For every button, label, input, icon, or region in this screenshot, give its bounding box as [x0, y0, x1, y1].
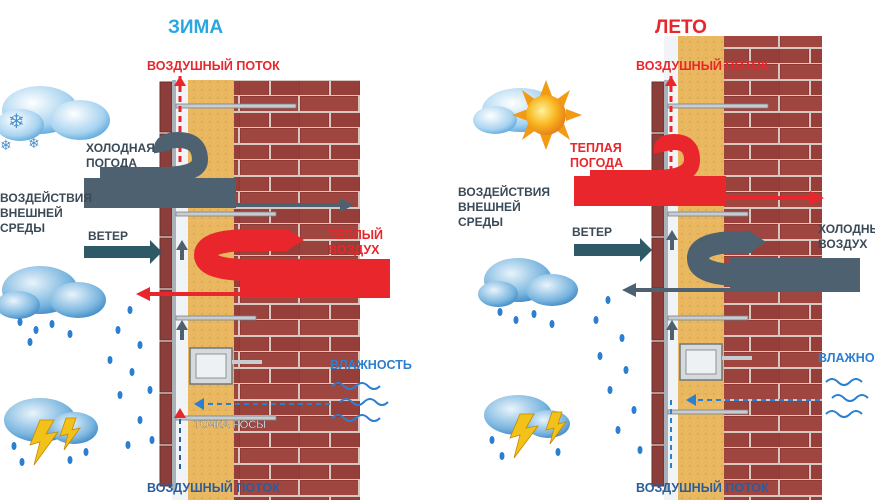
summer-air-flow-bottom-label: ВОЗДУШНЫЙ ПОТОК [636, 480, 769, 495]
summer-anchors [667, 103, 769, 415]
summer-up-arrows [666, 230, 678, 340]
winter-cold-weather-label-1: ХОЛОДНАЯ [86, 141, 155, 155]
summer-warm-weather-label-1: ТЕПЛАЯ [570, 141, 622, 155]
summer-title: ЛЕТО [655, 17, 707, 38]
winter-bracket [189, 347, 262, 385]
summer-environment-label-3: СРЕДЫ [458, 215, 503, 229]
winter-dew-point-label: ТОЧКА РОСЫ [194, 419, 266, 431]
winter-humidity-arrow [194, 398, 330, 410]
winter-environment-label-2: ВНЕШНЕЙ [0, 205, 63, 220]
summer-humidity-label: ВЛАЖНОСТЬ [818, 351, 875, 365]
rain-cloud-icon [0, 266, 106, 346]
winter-rain-drops [107, 306, 155, 449]
svg-text:❄: ❄ [8, 111, 25, 133]
winter-up-arrows [176, 240, 188, 340]
summer-rail [664, 80, 668, 490]
svg-text:❄: ❄ [0, 137, 12, 153]
summer-wind-label: ВЕТЕР [572, 225, 612, 239]
summer-panel: ЛЕТО ВОЗДУШНЫЙ ПОТОК ВОЗДУШНЫЙ ПОТОК [458, 17, 875, 500]
winter-cold-weather-label-2: ПОГОДА [86, 156, 137, 170]
winter-air-flow-bottom-arrow [174, 408, 186, 470]
winter-title: ЗИМА [168, 17, 223, 38]
winter-warm-air-label-1: ТЕПЛЫЙ [328, 227, 383, 242]
summer-humidity-waves [825, 378, 869, 418]
winter-wind-label: ВЕТЕР [88, 229, 128, 243]
winter-wind-arrow [84, 240, 162, 264]
storm-cloud-icon [4, 398, 98, 466]
winter-air-flow-top-label: ВОЗДУШНЫЙ ПОТОК [147, 58, 280, 73]
summer-rain-drops [593, 296, 643, 454]
summer-environment-label-1: ВОЗДЕЙСТВИЯ [458, 184, 550, 199]
summer-air-flow-top-arrow [665, 76, 677, 170]
winter-warm-air-arrow [136, 228, 390, 301]
winter-environment-arrow [84, 178, 354, 212]
winter-air-flow-top-arrow [174, 76, 186, 180]
summer-cladding [651, 81, 665, 487]
summer-warm-air-curl-arrow [590, 133, 701, 186]
summer-storm-cloud-icon [484, 395, 570, 460]
summer-cold-air-label-2: ВОЗДУХ [818, 237, 867, 251]
winter-humidity-waves [331, 382, 389, 422]
svg-text:❄: ❄ [28, 135, 40, 151]
summer-cold-air-arrow [622, 230, 860, 297]
winter-cold-air-curl-arrow [100, 131, 209, 183]
winter-warm-air-label-2: ВОЗДУХ [328, 243, 380, 257]
summer-wind-arrow [574, 238, 652, 262]
summer-warm-weather-label-2: ПОГОДА [570, 156, 623, 170]
summer-humidity-arrow [686, 394, 820, 406]
summer-environment-label-2: ВНЕШНЕЙ [458, 199, 521, 214]
winter-environment-label-3: СРЕДЫ [0, 221, 45, 235]
snow-cloud-icon: ❄ ❄ ❄ [0, 86, 110, 153]
winter-humidity-label: ВЛАЖНОСТЬ [330, 358, 412, 372]
summer-bracket [679, 343, 752, 381]
winter-rail [172, 80, 176, 490]
sun-cloud-icon [473, 80, 582, 150]
summer-cold-air-label-1: ХОЛОДНЫЙ [818, 221, 875, 236]
summer-rain-cloud-icon [478, 258, 578, 328]
winter-panel: ЗИМА ВОЗДУШНЫЙ ПОТОК ВОЗДУШНЫЙ ПОТОК ❄ ❄… [0, 17, 412, 500]
summer-environment-arrow [574, 176, 824, 206]
winter-environment-label-1: ВОЗДЕЙСТВИЯ [0, 190, 92, 205]
summer-air-flow-top-label: ВОЗДУШНЫЙ ПОТОК [636, 58, 769, 73]
winter-air-flow-bottom-label: ВОЗДУШНЫЙ ПОТОК [147, 480, 280, 495]
winter-anchors [175, 103, 297, 421]
